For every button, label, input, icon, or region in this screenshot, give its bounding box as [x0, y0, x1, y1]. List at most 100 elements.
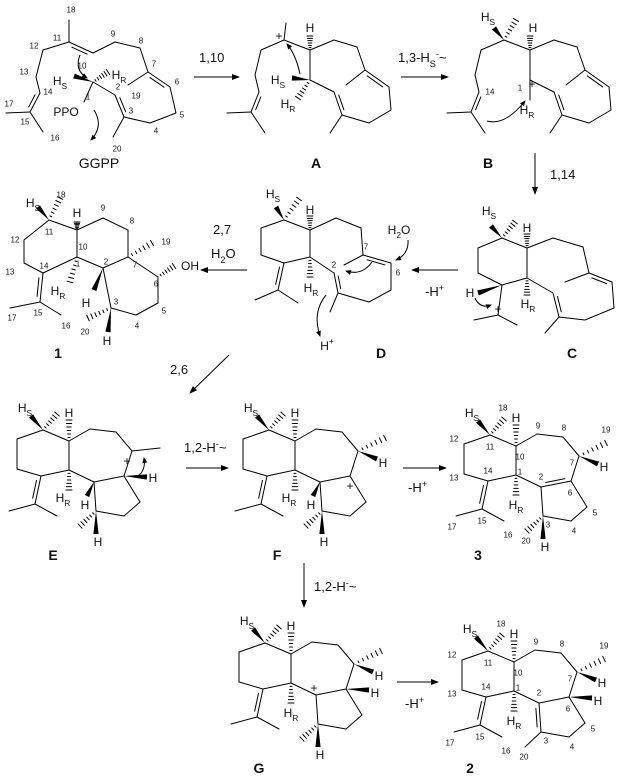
single-bond [260, 254, 285, 264]
wedge-bond [29, 414, 43, 430]
double-bond-line [366, 75, 384, 88]
single-bond [349, 501, 367, 517]
atom-label: HS [53, 74, 68, 91]
single-bond [127, 256, 159, 278]
hash-bond [49, 196, 64, 218]
single-bond [266, 469, 296, 477]
atom-number: 15 [34, 309, 43, 318]
arrow-label-deprotonation: -H+ [405, 695, 424, 711]
single-bond [560, 652, 578, 673]
single-bond [584, 307, 615, 321]
atom-number: 12 [11, 236, 20, 245]
atom-label: H [375, 669, 384, 683]
single-bond [513, 690, 540, 704]
hash-bond [287, 632, 295, 651]
single-bond [92, 81, 116, 96]
hash-bond [65, 472, 73, 491]
single-bond [529, 79, 555, 93]
atom-number: 13 [448, 690, 457, 699]
atom-label: HR [521, 297, 536, 314]
hash-bond [504, 17, 520, 38]
atom-number: 13 [6, 268, 15, 277]
single-bond [552, 237, 584, 248]
hash-bond [510, 693, 518, 712]
single-bond [485, 690, 515, 698]
atom-label: H [82, 296, 91, 310]
single-bond [277, 262, 285, 291]
single-bond [570, 480, 588, 508]
single-bond [321, 510, 351, 517]
curved-arrow [90, 109, 99, 141]
single-bond [68, 428, 91, 442]
atom-number: 20 [520, 753, 529, 762]
wedge-bond [273, 205, 284, 220]
single-bond [368, 289, 392, 303]
single-bond [264, 642, 292, 655]
single-bond [364, 69, 390, 88]
single-bond [112, 116, 125, 138]
double-bond-line [366, 259, 386, 266]
single-bond [329, 292, 339, 313]
wedge-bond [358, 451, 379, 462]
cation-charge: + [494, 302, 501, 316]
single-bond [48, 219, 78, 231]
single-bond [131, 447, 161, 452]
atom-number: 9 [111, 30, 116, 39]
wedge-bond [474, 635, 488, 651]
hash-bond [73, 221, 81, 230]
atom-number: 18 [57, 191, 66, 200]
single-bond [309, 256, 335, 274]
atom-label: H [103, 334, 112, 348]
single-bond [277, 289, 299, 304]
atom-number: 7 [133, 261, 138, 270]
atom-label: HS [465, 406, 480, 423]
atom-number: 2 [539, 473, 544, 482]
single-bond [481, 508, 505, 522]
single-bond [262, 682, 292, 690]
atom-number: 12 [30, 42, 39, 51]
hash-bond [291, 419, 299, 438]
atom-number: 9 [101, 204, 106, 213]
atom-number: 10 [514, 669, 523, 678]
atom-number: 3 [546, 521, 551, 530]
single-bond [470, 91, 480, 113]
atom-number: 20 [522, 537, 531, 546]
single-bond [40, 469, 70, 477]
atom-number: 20 [81, 328, 90, 337]
single-bond [474, 49, 482, 76]
atom-number: 2 [537, 689, 542, 698]
single-bond [538, 696, 570, 704]
atom-number: 8 [130, 217, 135, 226]
single-bond [242, 429, 270, 440]
cation-charge: + [346, 479, 353, 493]
single-bond [315, 688, 347, 696]
wedge-bond [346, 687, 370, 693]
atom-number: 6 [568, 489, 573, 498]
double-bond-line [477, 700, 482, 720]
single-bond [470, 111, 486, 134]
single-bond [588, 109, 612, 124]
single-bond [114, 41, 141, 49]
wedge-bond [291, 75, 310, 81]
wedge-bond [489, 224, 502, 238]
hash-bond [291, 472, 299, 491]
single-bond [89, 428, 117, 433]
hash-bond [270, 411, 286, 429]
arrow-label-1-14: 1,14 [550, 167, 575, 182]
atom-label: HR [51, 284, 66, 301]
hash-bond [44, 411, 60, 429]
single-bond [481, 480, 489, 510]
atom-number: 16 [51, 134, 60, 143]
single-bond [290, 682, 317, 696]
atom-number: 16 [62, 322, 71, 331]
single-bond [570, 455, 580, 482]
single-bond [461, 650, 489, 661]
label-3: 3 [474, 547, 482, 563]
hash-bond [306, 259, 314, 278]
single-bond [35, 49, 44, 78]
arrow-label-water: H2O [211, 246, 236, 265]
single-bond [93, 475, 125, 483]
hash-bond [512, 477, 520, 496]
